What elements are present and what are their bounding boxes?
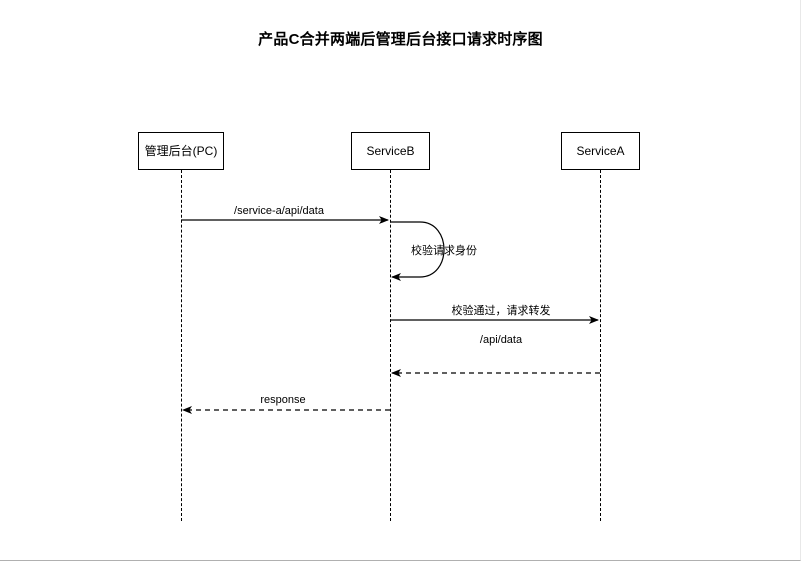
participant-label-pc: 管理后台(PC)	[144, 144, 218, 158]
lifeline-servicea	[600, 170, 601, 521]
message-label-m3: 校验通过，请求转发	[451, 305, 551, 317]
page-title: 产品C合并两端后管理后台接口请求时序图	[258, 31, 543, 48]
participant-label-serviceb: ServiceB	[366, 144, 415, 158]
lifeline-serviceb	[390, 170, 391, 521]
participant-box-pc[interactable]: 管理后台(PC)	[138, 132, 224, 170]
lifeline-pc	[181, 170, 182, 521]
message-label-m4: /api/data	[479, 334, 523, 346]
message-label-m5: response	[260, 394, 306, 406]
participant-box-servicea[interactable]: ServiceA	[561, 132, 640, 170]
participant-box-serviceb[interactable]: ServiceB	[351, 132, 430, 170]
message-label-m2: 校验请求身份	[411, 245, 477, 257]
message-label-m1: /service-a/api/data	[234, 205, 324, 217]
participant-label-servicea: ServiceA	[576, 144, 625, 158]
